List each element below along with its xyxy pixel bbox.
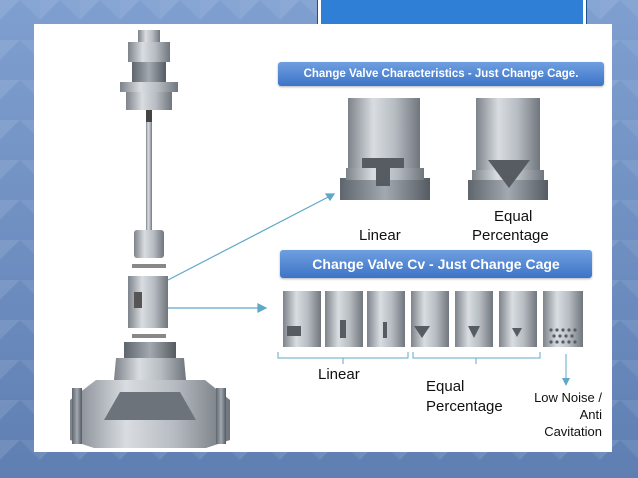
pointer-arrows xyxy=(167,193,336,313)
cage-4 xyxy=(411,291,449,347)
label-equal-top-1: Equal xyxy=(494,208,533,225)
banner-characteristics: Change Valve Characteristics - Just Chan… xyxy=(278,62,604,86)
label-low-noise-1: Low Noise / xyxy=(534,390,602,405)
label-low-noise-3: Cavitation xyxy=(544,424,602,439)
cage-6 xyxy=(499,291,537,347)
label-linear-bottom: Linear xyxy=(318,366,360,383)
cage-row xyxy=(283,291,583,347)
label-equal-bottom-1: Equal xyxy=(426,378,465,395)
cage-1 xyxy=(283,291,321,347)
label-equal-top-2: Percentage xyxy=(472,227,549,244)
group-brackets xyxy=(277,352,567,382)
exploded-valve xyxy=(70,30,230,448)
cage-3 xyxy=(367,291,405,347)
cage-linear-top xyxy=(340,98,430,200)
cage-2 xyxy=(325,291,363,347)
label-equal-bottom-2: Percentage xyxy=(426,398,503,415)
cage-7 xyxy=(543,291,583,347)
banner-cv: Change Valve Cv - Just Change Cage xyxy=(280,250,592,278)
label-linear-top: Linear xyxy=(359,227,401,244)
cage-equal-top xyxy=(468,98,548,200)
label-low-noise-2: Anti xyxy=(579,407,602,422)
cage-5 xyxy=(455,291,493,347)
arrow-down-icon xyxy=(562,378,570,386)
